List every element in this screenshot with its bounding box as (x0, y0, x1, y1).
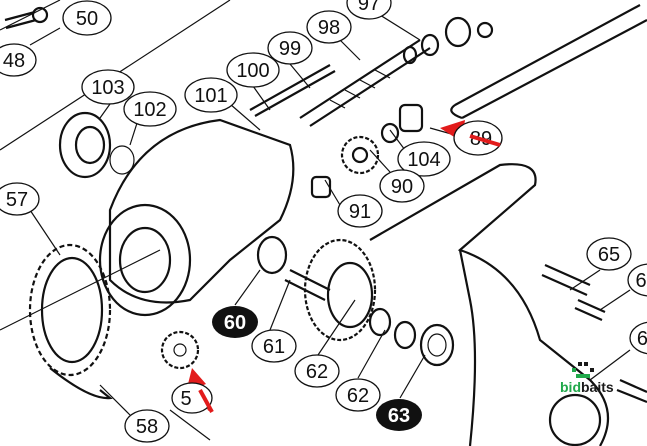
callout-104: 104 (397, 141, 451, 177)
label-50: 50 (76, 8, 98, 30)
callout-62b: 62 (335, 378, 381, 412)
leader-lines (0, 0, 631, 441)
label-48: 48 (3, 50, 25, 72)
svg-text:bidbaits: bidbaits (560, 379, 614, 395)
callout-97: 97 (346, 0, 392, 20)
label-59: 5 (180, 388, 191, 410)
label-63: 63 (388, 405, 410, 427)
label-60: 60 (224, 312, 246, 334)
callout-98: 98 (306, 10, 352, 44)
callout-58: 58 (124, 409, 170, 443)
callout-99: 99 (267, 31, 313, 65)
callout-62a: 62 (294, 354, 340, 388)
label-90: 90 (391, 176, 413, 198)
label-62: 62 (347, 385, 369, 407)
callout-61: 61 (251, 329, 297, 363)
callout-90: 90 (379, 169, 425, 203)
label-100: 100 (236, 60, 269, 82)
label-97: 97 (358, 0, 380, 15)
callout-50: 50 (62, 0, 112, 36)
label-99: 99 (279, 38, 301, 60)
label-66: 6 (635, 270, 646, 292)
callout-66: 6 (627, 263, 647, 297)
label-102: 102 (133, 99, 166, 121)
callout-101: 101 (184, 77, 238, 113)
label-103: 103 (91, 77, 124, 99)
callout-65: 65 (586, 237, 632, 271)
arrow-overlay-89 (469, 134, 501, 147)
callout-102: 102 (123, 91, 177, 127)
label-65: 65 (598, 244, 620, 266)
callout-103: 103 (81, 69, 135, 105)
callout-91: 91 (337, 194, 383, 228)
callout-60: 60 (212, 306, 258, 338)
label-91: 91 (349, 201, 371, 223)
parts (4, 4, 647, 446)
callout-57: 57 (0, 182, 40, 216)
callout-100: 100 (226, 52, 280, 88)
label-101: 101 (194, 85, 227, 107)
callout-63: 63 (376, 399, 422, 431)
arrow-overlay-59 (198, 389, 214, 413)
callout-67: 67 (629, 321, 647, 355)
label-98: 98 (318, 17, 340, 39)
label-57: 57 (6, 189, 28, 211)
label-62: 62 (306, 361, 328, 383)
label-67: 67 (637, 328, 647, 350)
label-104: 104 (407, 149, 440, 171)
bidbaits-logo: bidbaits (560, 362, 614, 395)
label-58: 58 (136, 416, 158, 438)
label-61: 61 (263, 336, 285, 358)
callout-48: 48 (0, 43, 37, 77)
